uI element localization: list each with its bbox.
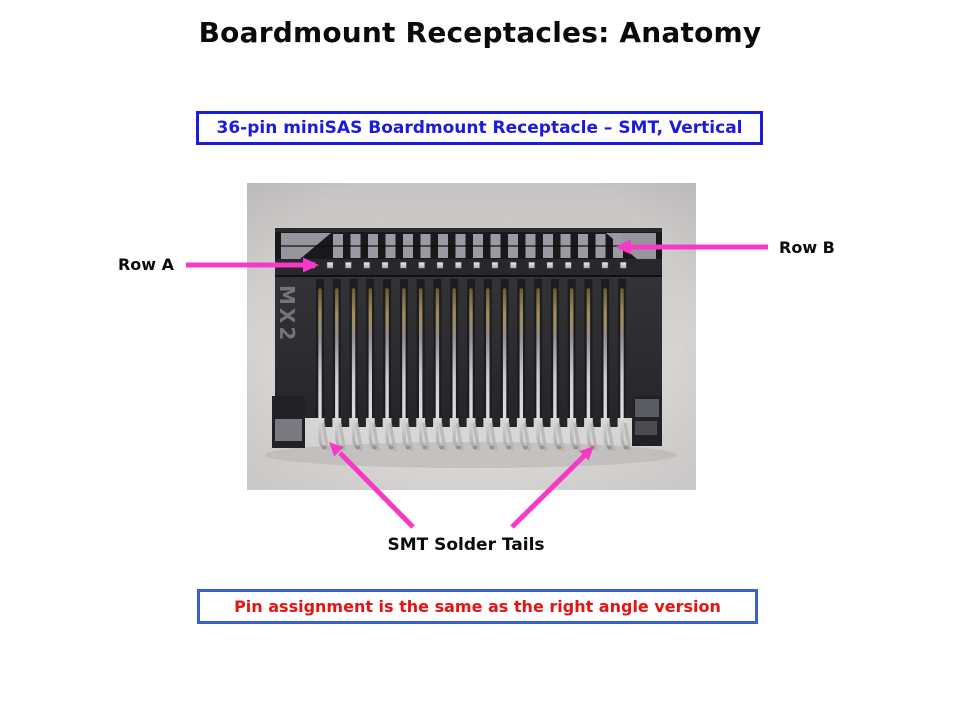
solder-tails-label: SMT Solder Tails: [387, 535, 545, 555]
subtitle-box: 36-pin miniSAS Boardmount Receptacle – S…: [196, 111, 763, 145]
note-text: Pin assignment is the same as the right …: [234, 597, 721, 616]
row-b-label: Row B: [779, 238, 835, 257]
subtitle-text: 36-pin miniSAS Boardmount Receptacle – S…: [216, 118, 743, 138]
row-a-label: Row A: [117, 255, 174, 274]
page-title: Boardmount Receptacles: Anatomy: [198, 16, 762, 49]
note-box: Pin assignment is the same as the right …: [197, 589, 758, 624]
connector-photo: MX2: [247, 183, 696, 490]
connector-illustration: MX2: [247, 183, 696, 490]
connector-marking: MX2: [275, 285, 299, 343]
